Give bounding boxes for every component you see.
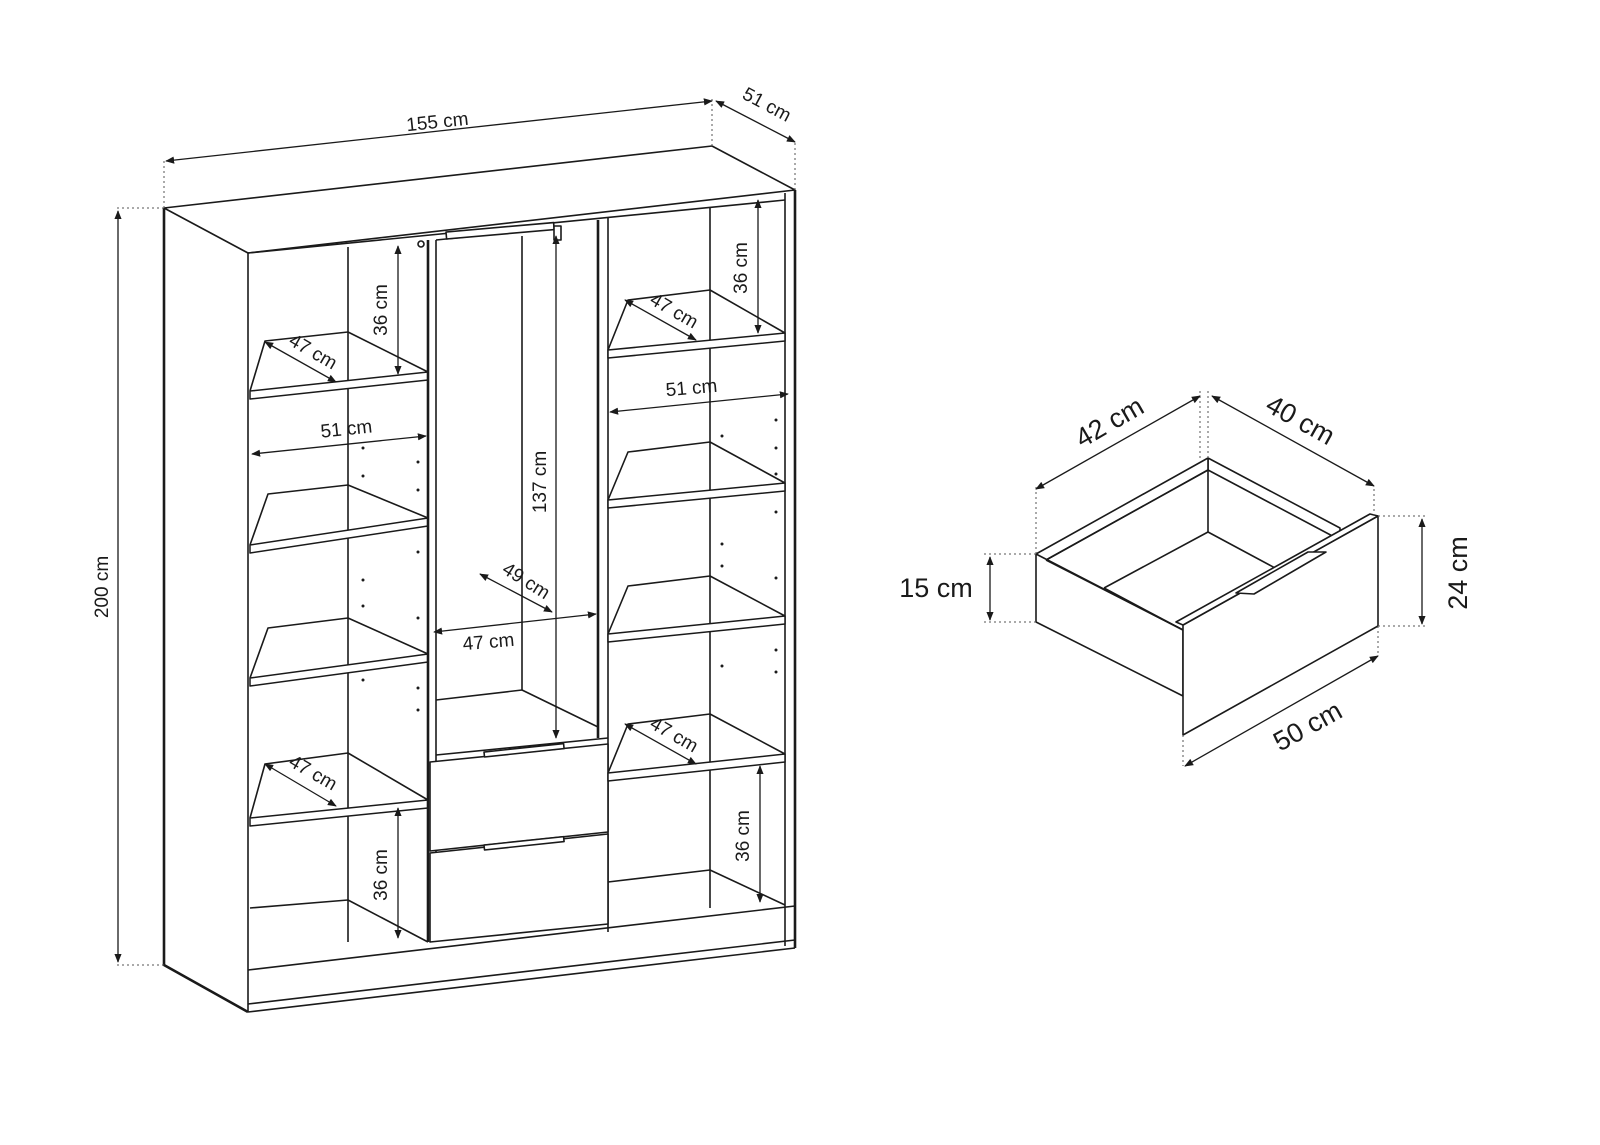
mid-hanging-height-label: 137 cm [530, 451, 551, 513]
right-bottom-gap-label: 36 cm [733, 810, 754, 862]
drawer-left-outer [1035, 553, 1184, 697]
drawer-front-height-label: 24 cm [1443, 536, 1473, 610]
left-bottom-gap-label: 36 cm [371, 849, 392, 901]
wardrobe-drawer-upper [429, 743, 609, 852]
wardrobe-drawing: 155 cm 51 cm 200 cm 36 cm 47 cm 51 cm 47… [92, 84, 797, 1014]
left-pin-holes [361, 446, 420, 712]
left-compartment [249, 247, 429, 943]
right-shelf-2 [607, 482, 786, 509]
left-shelf-4 [249, 799, 429, 827]
left-inner-width-label: 51 cm [320, 416, 374, 442]
left-shelf-2 [249, 517, 429, 554]
drawer-side-height-label: 15 cm [899, 573, 973, 603]
drawer-left-side [1035, 457, 1209, 561]
left-shelf-3 [249, 653, 429, 687]
drawer-handle-upper [483, 742, 565, 758]
right-top-shelf-depth-label: 47 cm [646, 289, 701, 333]
right-bottom-shelf-depth-label: 47 cm [646, 713, 701, 757]
drawer-drawing: 42 cm 40 cm 15 cm 24 cm 50 cm [899, 389, 1473, 767]
left-top-gap-label: 36 cm [371, 284, 392, 336]
rail-bracket-left [417, 240, 425, 248]
left-shelf-1 [249, 371, 429, 400]
width-label: 155 cm [405, 109, 469, 136]
right-top-gap-label: 36 cm [731, 242, 752, 294]
right-pin-holes [720, 418, 778, 674]
middle-compartment [417, 218, 609, 943]
drawer-handle [1235, 551, 1327, 595]
drawer-handle-lower [483, 835, 565, 851]
right-shelf-1 [607, 332, 786, 359]
wardrobe-drawer-lower [429, 833, 609, 943]
depth-label: 51 cm [739, 84, 795, 127]
mid-inner-width-label: 47 cm [462, 630, 515, 655]
drawer-back [1207, 457, 1341, 541]
drawer-front [1182, 515, 1379, 736]
right-compartment [607, 208, 786, 908]
right-inner-width-label: 51 cm [665, 376, 718, 401]
right-shelf-4 [607, 753, 786, 782]
drawer-inner-width-label: 42 cm [1070, 391, 1149, 454]
right-shelf-3 [607, 615, 786, 643]
drawer-front-width-label: 50 cm [1268, 695, 1347, 757]
left-top-shelf-depth-label: 47 cm [285, 330, 340, 374]
drawer-inner-depth-label: 40 cm [1261, 389, 1340, 451]
rail-bracket-right [553, 225, 562, 241]
height-label: 200 cm [92, 556, 113, 618]
mid-inner-depth-label: 49 cm [498, 559, 553, 604]
